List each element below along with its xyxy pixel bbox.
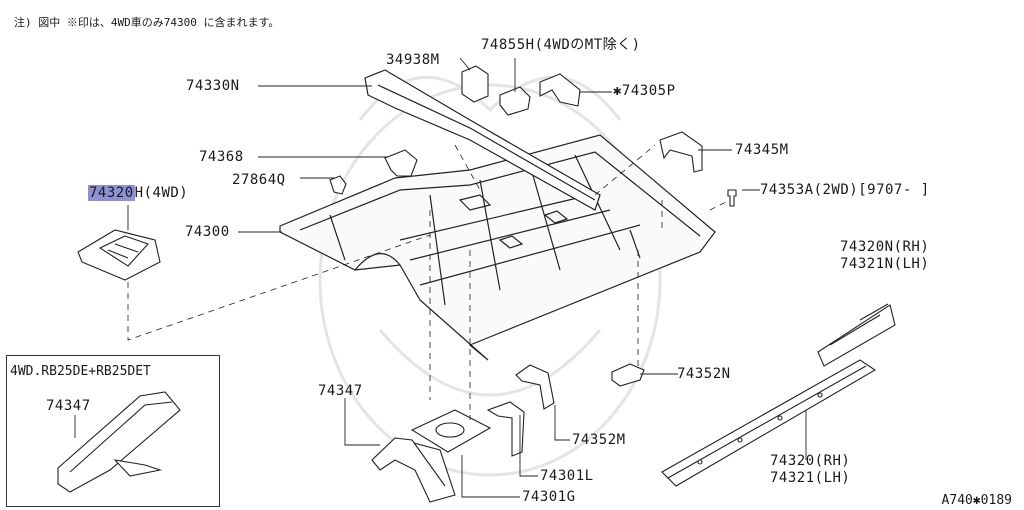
label-74301g: 74301G — [522, 489, 576, 505]
label-74321: 74321(LH) — [770, 470, 851, 486]
label-74320n: 74320N(RH) — [840, 239, 930, 255]
floor-panel-drawing — [279, 134, 716, 361]
label-74320h: 74320H(4WD) — [88, 185, 188, 201]
highlighted-part-suffix: H(4WD) — [134, 185, 189, 201]
bracket-drawings — [329, 65, 737, 457]
label-74301l: 74301L — [540, 468, 594, 484]
label-34938m: 34938M — [386, 52, 440, 68]
label-74320: 74320(RH) — [770, 453, 851, 469]
reference-code: A740✱0189 — [941, 493, 1012, 508]
highlighted-part-number: 74320 — [88, 185, 135, 201]
label-74352m: 74352M — [572, 432, 626, 448]
label-74353a: 74353A(2WD)[9707- ] — [760, 182, 930, 198]
diagram-note: 注) 図中 ※印は、4WD車のみ74300 に含まれます。 — [14, 16, 280, 29]
label-74347: 74347 — [318, 383, 363, 399]
tunnel-member-drawing — [364, 69, 601, 211]
dashed-relation-lines — [127, 144, 731, 420]
label-74352n: 74352N — [677, 366, 731, 382]
label-74855h: 74855H(4WDのMT除く) — [481, 37, 641, 53]
label-74305p: ✱74305P — [613, 83, 676, 99]
label-74368: 74368 — [199, 149, 244, 165]
label-74330n: 74330N — [186, 78, 240, 94]
inset-title: 4WD.RB25DE+RB25DET — [10, 364, 151, 379]
part-74320h-drawing — [77, 229, 161, 281]
label-27864q: 27864Q — [232, 172, 286, 188]
label-74345m: 74345M — [735, 142, 789, 158]
inset-label-74347: 74347 — [46, 398, 91, 414]
inset-box — [6, 355, 220, 507]
inset-74347-drawing — [57, 391, 181, 493]
member-74347-drawing — [371, 437, 456, 503]
jack-plate-drawing — [410, 409, 492, 453]
label-74321n: 74321N(LH) — [840, 256, 930, 272]
label-74300: 74300 — [185, 224, 230, 240]
leader-lines — [74, 57, 807, 498]
side-sill-drawings — [661, 303, 896, 487]
